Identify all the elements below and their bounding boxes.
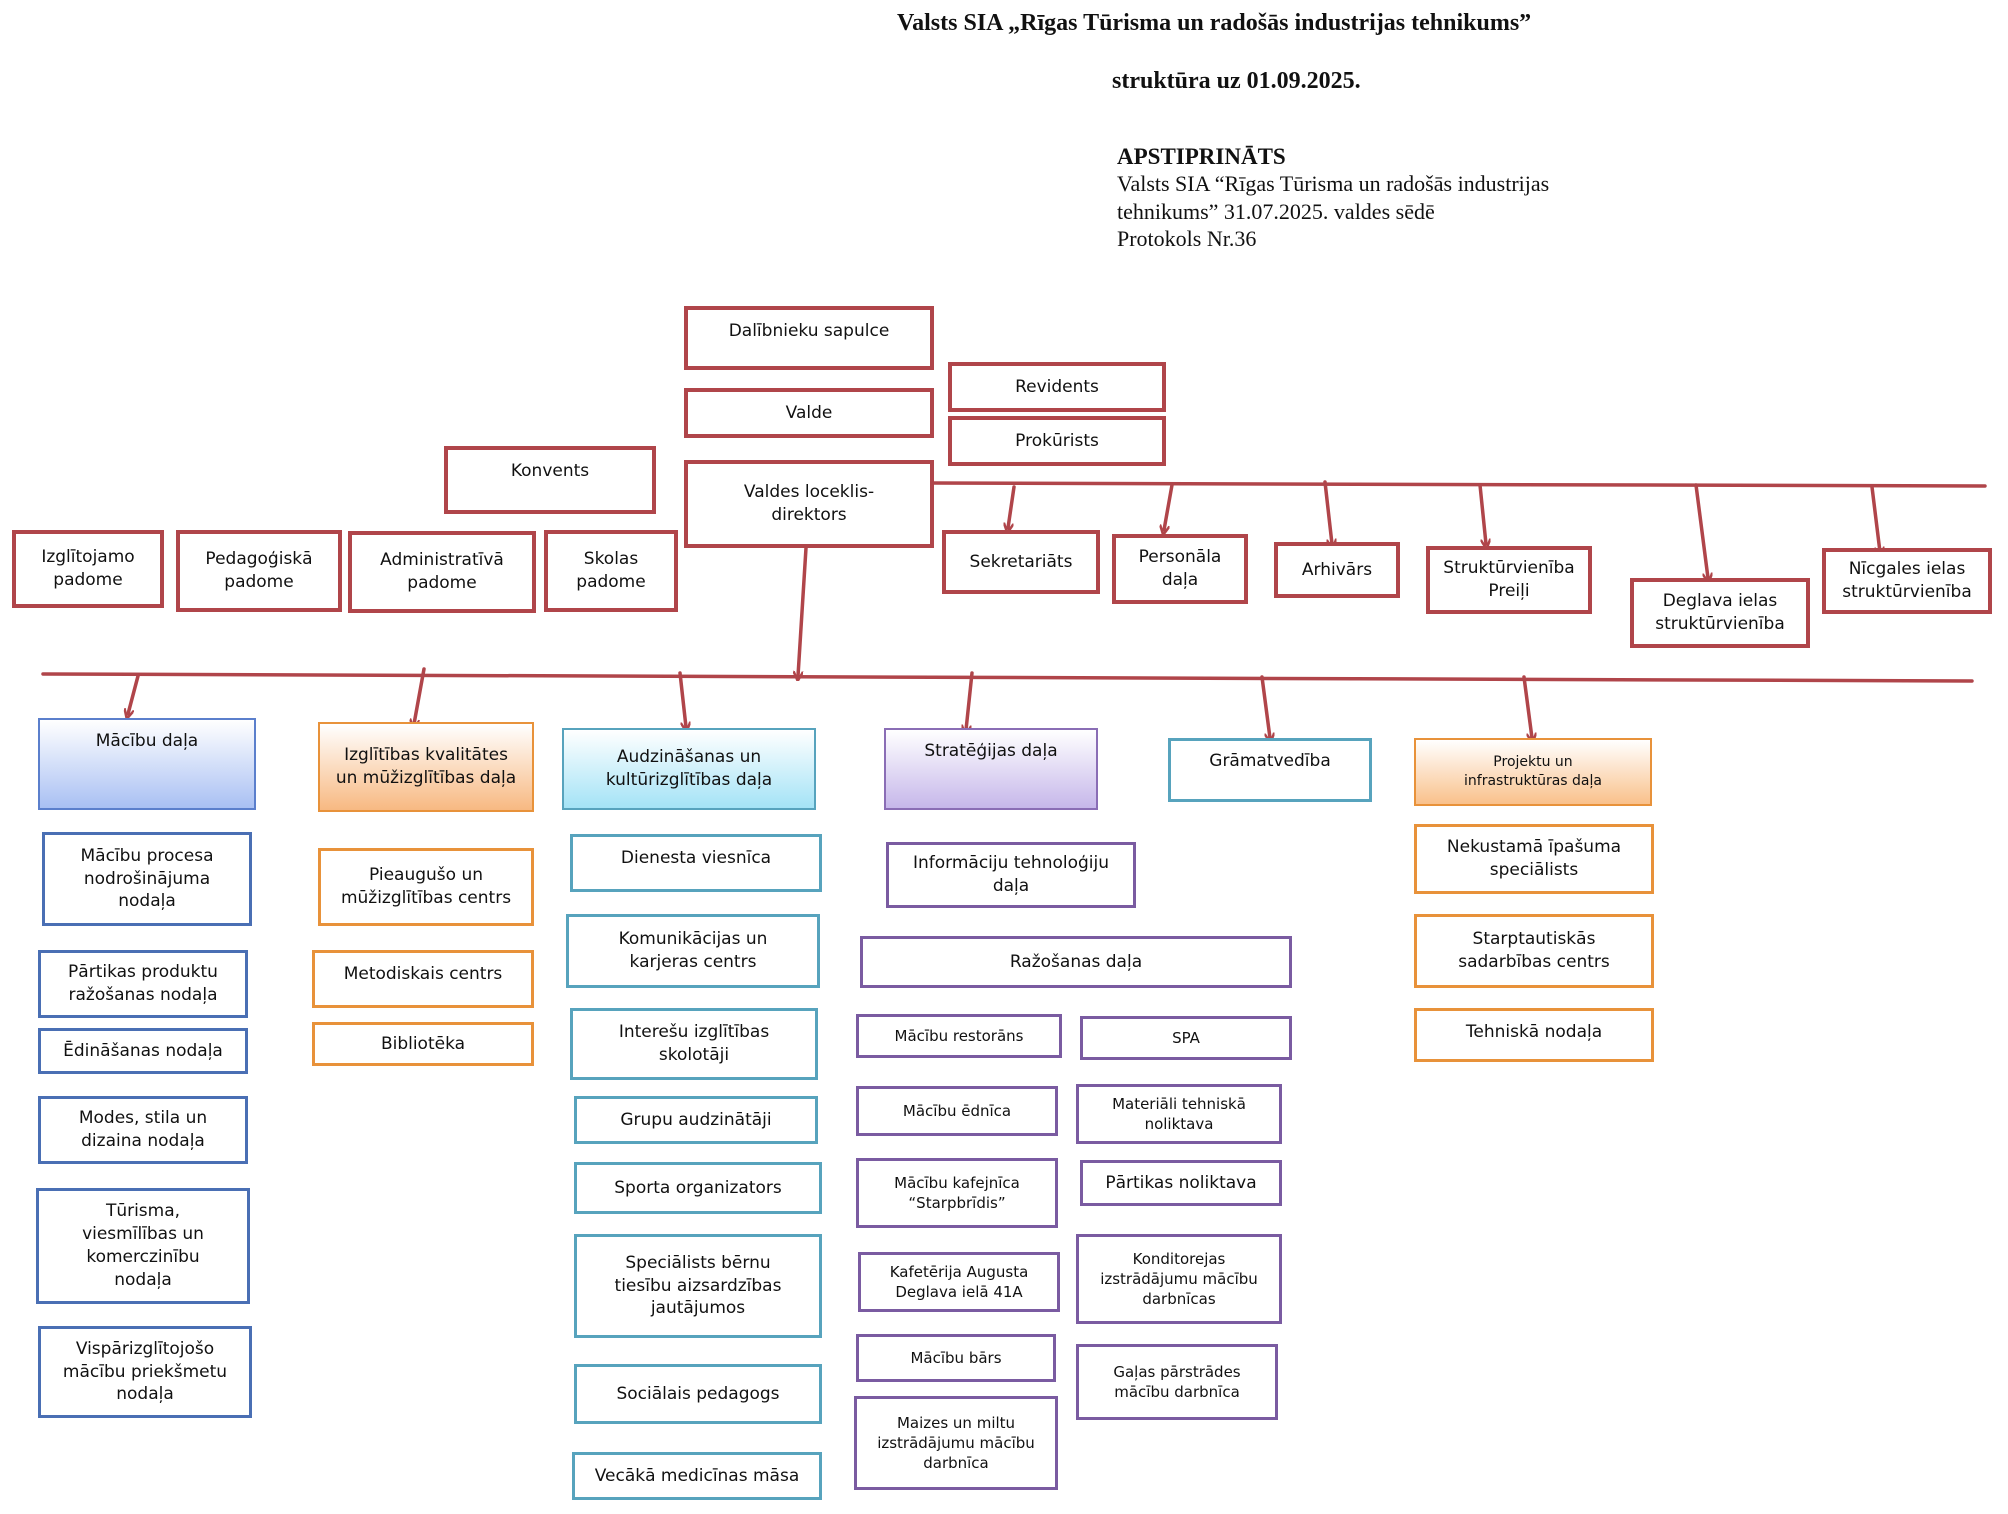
approved-label: APSTIPRINĀTS [1117, 144, 1286, 169]
macibu-item-2: Pārtikas produktu ražošanas nodaļa [38, 950, 248, 1018]
arrow-deglava [1694, 483, 1708, 578]
razosanas-left-2: Mācību ēdnīca [856, 1086, 1058, 1136]
arrow-audzinasanas [678, 671, 686, 727]
projektu-item-3: Tehniskā nodaļa [1414, 1008, 1654, 1062]
razosanas-left-3: Mācību kafejnīca “Starpbrīdis” [856, 1158, 1058, 1228]
strategijas-razosanas: Ražošanas daļa [860, 936, 1292, 988]
dept-kvalitates-header: Izglītības kvalitātes un mūžizglītības d… [318, 722, 534, 812]
audzinasanas-item-7: Sociālais pedagogs [574, 1364, 822, 1424]
arrow-personala [1164, 483, 1174, 530]
page-title: Valsts SIA „Rīgas Tūrisma un radošās ind… [897, 10, 1532, 36]
audzinasanas-item-6: Speciālists bērnu tiesību aizsardzības j… [574, 1234, 822, 1338]
razosanas-right-5: Gaļas pārstrādes mācību darbnīca [1076, 1344, 1278, 1420]
dept-audzinasanas-header: Audzināšanas un kultūrizglītības daļa [562, 728, 816, 810]
arrow-arhivars [1323, 480, 1332, 544]
projektu-item-2: Starptautiskās sadarbības centrs [1414, 914, 1654, 988]
arrow-director-down [798, 546, 808, 676]
main-connector-line [41, 672, 1974, 683]
razosanas-left-5: Mācību bārs [856, 1334, 1056, 1382]
revidents-box: Revidents [948, 362, 1166, 412]
macibu-item-4: Modes, stila un dizaina nodaļa [38, 1096, 248, 1164]
top-connector-line [928, 481, 1987, 488]
valdes-loceklis-box: Valdes loceklis-direktors [684, 460, 934, 548]
arrow-sekretariats [1008, 485, 1016, 528]
unit-sekretariats: Sekretariāts [942, 530, 1100, 594]
arrow-nicgales [1870, 485, 1880, 552]
razosanas-right-3: Pārtikas noliktava [1080, 1160, 1282, 1206]
audzinasanas-item-1: Dienesta viesnīca [570, 834, 822, 892]
razosanas-right-2: Materiāli tehniskā noliktava [1076, 1084, 1282, 1144]
arrow-macibu [128, 674, 140, 714]
dept-projektu-header: Projektu un infrastruktūras daļa [1414, 738, 1652, 806]
macibu-item-1: Mācību procesa nodrošinājuma nodaļa [42, 832, 252, 926]
razosanas-right-1: SPA [1080, 1016, 1292, 1060]
unit-arhivars: Arhivārs [1274, 542, 1400, 598]
audzinasanas-item-3: Interešu izglītības skolotāji [570, 1008, 818, 1080]
dept-gramatvediba-header: Grāmatvedība [1168, 738, 1372, 802]
council-skolas: Skolas padome [544, 530, 678, 612]
dalibnieku-sapulce-box: Dalībnieku sapulce [684, 306, 934, 370]
audzinasanas-item-8: Vecākā medicīnas māsa [572, 1452, 822, 1500]
macibu-item-3: Ēdināšanas nodaļa [38, 1028, 248, 1074]
dept-strategijas-header: Stratēģijas daļa [884, 728, 1098, 810]
unit-nicgales: Nīcgales ielas struktūrvienība [1822, 548, 1992, 614]
prokurists-box: Prokūrists [948, 416, 1166, 466]
arrow-gramatvediba [1260, 675, 1270, 738]
razosanas-left-1: Mācību restorāns [856, 1014, 1062, 1058]
council-pedagogiska: Pedagoģiskā padome [176, 530, 342, 612]
kvalitates-item-1: Pieaugušo un mūžizglītības centrs [318, 848, 534, 926]
dept-macibu-header: Mācību daļa [38, 718, 256, 810]
approved-line-2: tehnikums” 31.07.2025. valdes sēdē [1117, 199, 1435, 224]
razosanas-left-6: Maizes un miltu izstrādājumu mācību darb… [854, 1396, 1058, 1490]
page-subtitle: struktūra uz 01.09.2025. [1112, 68, 1361, 94]
konvents-box: Konvents [444, 446, 656, 514]
arrow-strategijas [966, 671, 974, 730]
razosanas-left-4: Kafetērija Augusta Deglava ielā 41A [858, 1252, 1060, 1312]
projektu-item-1: Nekustamā īpašuma speciālists [1414, 824, 1654, 894]
arrow-preili [1478, 483, 1486, 544]
kvalitates-item-3: Bibliotēka [312, 1022, 534, 1066]
unit-deglava: Deglava ielas struktūrvienība [1630, 578, 1810, 648]
macibu-item-6: Vispārizglītojošo mācību priekšmetu noda… [38, 1326, 252, 1418]
razosanas-right-4: Konditorejas izstrādājumu mācību darbnīc… [1076, 1234, 1282, 1324]
arrow-kvalitates [414, 667, 426, 724]
audzinasanas-item-5: Sporta organizators [574, 1162, 822, 1214]
macibu-item-5: Tūrisma, viesmīlības un komerczinību nod… [36, 1188, 250, 1304]
unit-personala: Personāla daļa [1112, 534, 1248, 604]
council-izglitojamo: Izglītojamo padome [12, 530, 164, 608]
arrow-projektu [1522, 675, 1532, 738]
unit-preili: Struktūrvienība Preiļi [1426, 546, 1592, 614]
strategijas-it: Informāciju tehnoloģiju daļa [886, 842, 1136, 908]
approved-line-1: Valsts SIA “Rīgas Tūrisma un radošās ind… [1117, 171, 1550, 196]
audzinasanas-item-2: Komunikācijas un karjeras centrs [566, 914, 820, 988]
audzinasanas-item-4: Grupu audzinātāji [574, 1096, 818, 1144]
approved-line-3: Protokols Nr.36 [1117, 226, 1257, 251]
valde-box: Valde [684, 388, 934, 438]
kvalitates-item-2: Metodiskais centrs [312, 950, 534, 1008]
council-administrativa: Administratīvā padome [348, 531, 536, 613]
